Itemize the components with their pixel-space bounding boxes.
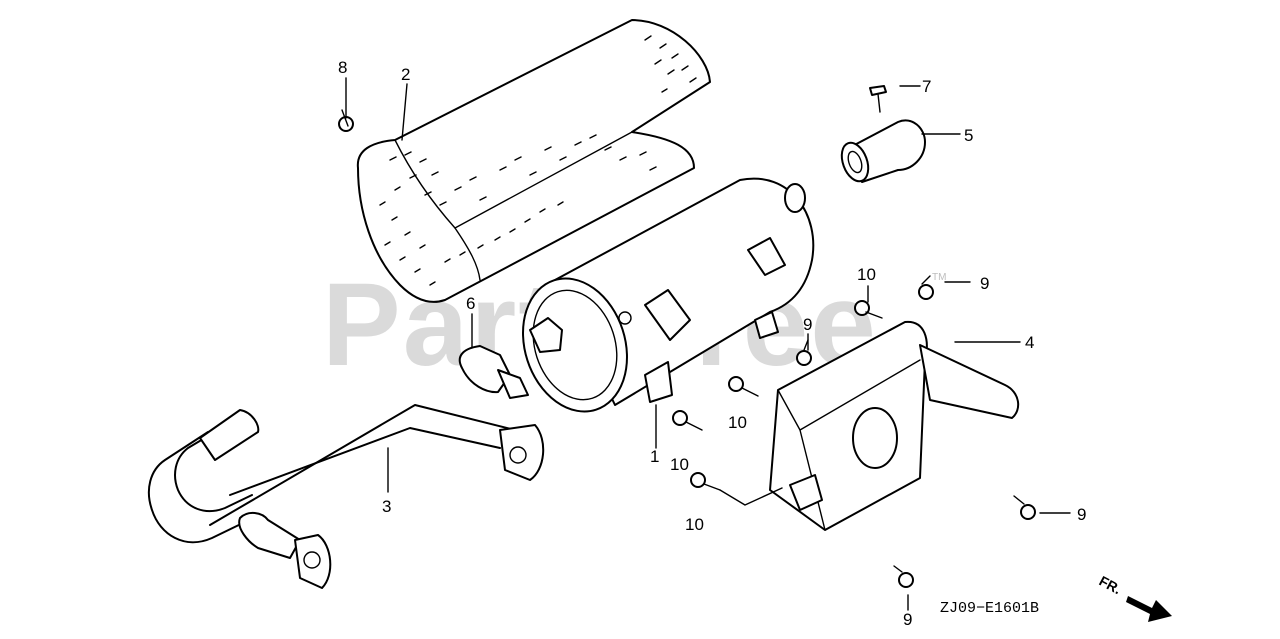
part-clamp[interactable] [458,345,529,399]
bolt-9d[interactable] [893,565,914,588]
callout-9-c: 9 [1077,505,1086,524]
arrow-icon [1126,596,1172,622]
part-spark-arrester[interactable] [837,119,926,184]
leader-lines [345,77,1071,611]
part-exhaust-pipe[interactable] [147,404,545,589]
callout-3: 3 [382,497,391,516]
bolt-10d[interactable] [690,472,721,491]
diagram-code: ZJ09−E1601B [940,600,1039,617]
callout-2: 2 [401,65,410,84]
callout-10-d: 10 [685,515,704,534]
callout-9-b: 9 [803,315,812,334]
bolt-9a[interactable] [918,275,934,300]
callout-7: 7 [922,77,931,96]
callout-9-a: 9 [980,274,989,293]
callout-10-b: 10 [728,413,747,432]
callout-1: 1 [650,447,659,466]
bolt-7[interactable] [869,85,887,113]
watermark-trademark: TM [932,272,946,283]
callout-labels: 1 2 3 4 5 6 7 8 9 9 9 9 10 10 10 10 [338,58,1086,629]
bolt-10b[interactable] [728,376,759,397]
callout-9-d: 9 [903,610,912,629]
callout-6: 6 [466,294,475,313]
bolt-10c[interactable] [672,410,703,431]
bolt-10a[interactable] [854,300,883,319]
fasteners [338,85,1036,588]
callout-5: 5 [964,126,973,145]
callout-10-a: 10 [857,265,876,284]
part-heat-shield[interactable] [356,19,711,303]
direction-label: FR. [1097,573,1124,598]
part-protector-bracket[interactable] [769,320,1020,531]
front-direction-indicator: FR. [1097,573,1172,622]
callout-4: 4 [1025,333,1034,352]
part-muffler[interactable] [506,177,815,426]
bolt-9c[interactable] [1013,495,1036,520]
callout-8: 8 [338,58,347,77]
callout-10-c: 10 [670,455,689,474]
